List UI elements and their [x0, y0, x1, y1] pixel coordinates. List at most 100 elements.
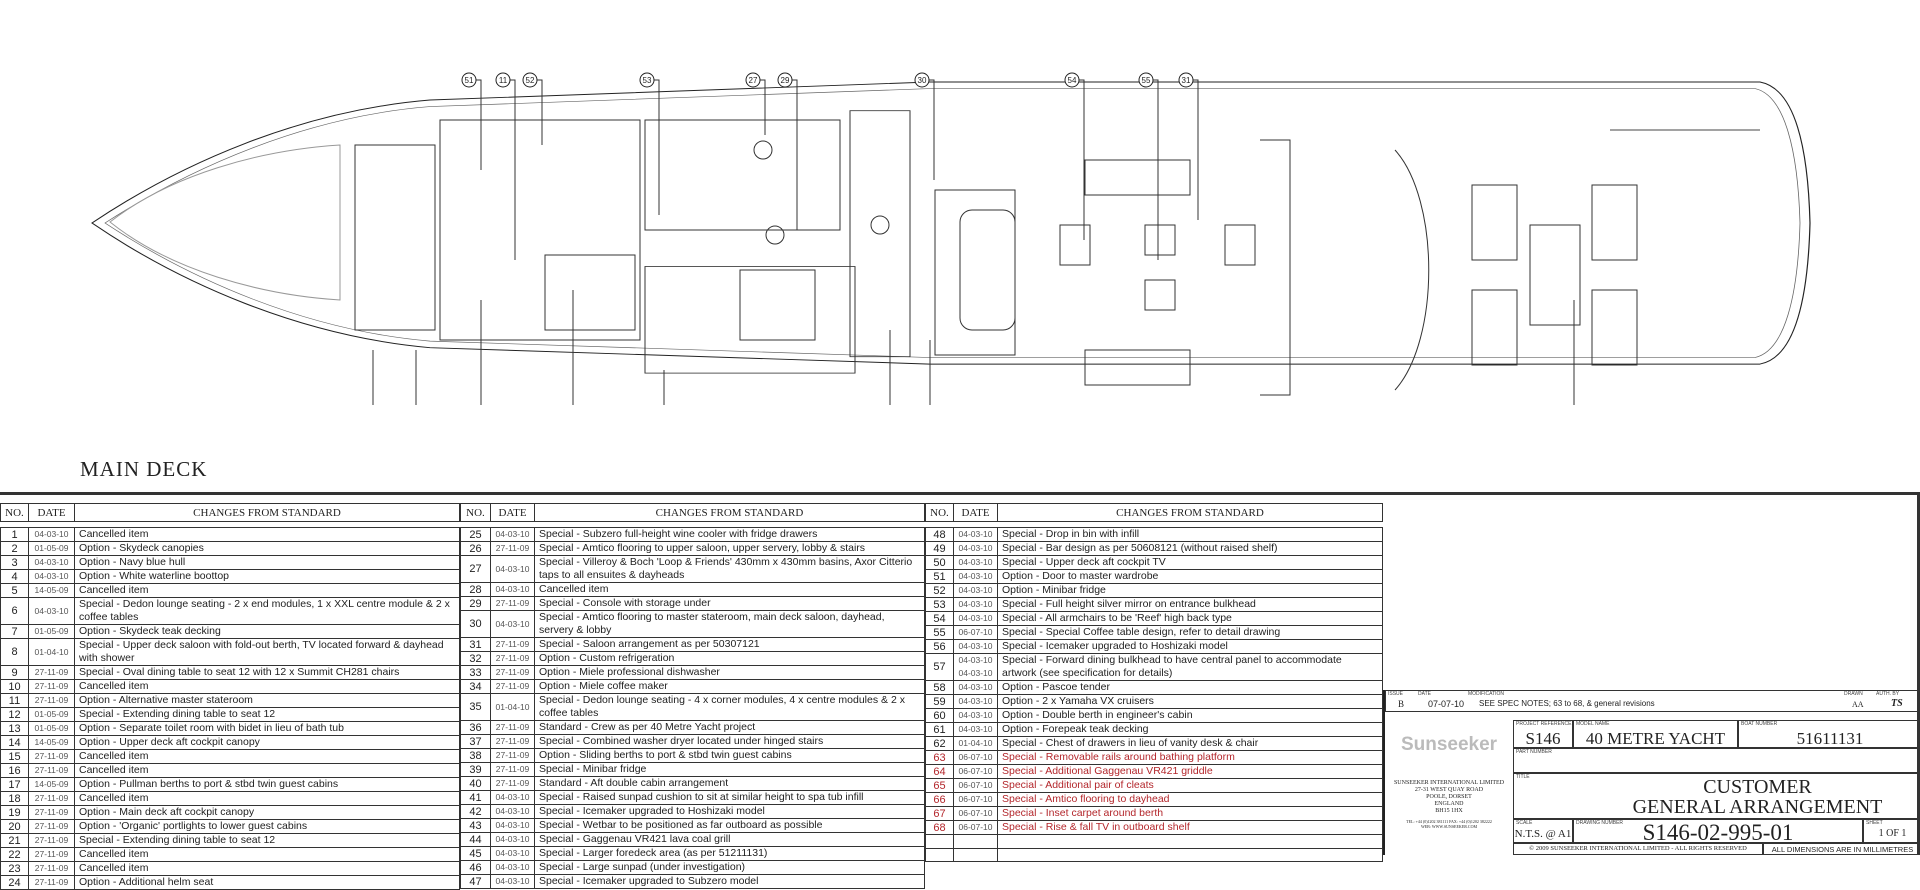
row-change: Option - Navy blue hull — [74, 555, 460, 570]
row-change: Cancelled item — [534, 582, 925, 597]
revision-row: ISSUE B DATE 07-07-10 MODIFICATION SEE S… — [1385, 690, 1920, 712]
row-change: Option - Miele coffee maker — [534, 679, 925, 694]
row-date: 04-03-10 — [953, 722, 998, 737]
row-change: Special - Inset carpet around berth — [997, 806, 1383, 821]
row-change: Special - Villeroy & Boch 'Loop & Friend… — [534, 555, 925, 583]
row-change: Special - Special Coffee table design, r… — [997, 625, 1383, 640]
row-number: 4 — [0, 569, 29, 584]
callout-leader — [654, 79, 660, 215]
callout-leader — [476, 79, 482, 170]
row-date: 04-03-10 — [490, 818, 535, 833]
row-change: Special - Upper deck aft cockpit TV — [997, 555, 1383, 570]
row-number: 63 — [925, 750, 954, 765]
row-date: 04-03-10 — [490, 582, 535, 597]
row-change: Cancelled item — [74, 763, 460, 778]
row-number: 16 — [0, 763, 29, 778]
row-change: Special - Saloon arrangement as per 5030… — [534, 637, 925, 652]
row-date: 04-03-10 — [490, 832, 535, 847]
row-number: 17 — [0, 777, 29, 792]
row-date: 04-03-10 — [28, 569, 75, 584]
row-number: 13 — [0, 721, 29, 736]
dimensions-note: ALL DIMENSIONS ARE IN MILLIMETRES — [1771, 845, 1914, 854]
changes-header: CHANGES FROM STANDARD — [997, 503, 1383, 522]
callout-leader — [537, 79, 543, 145]
row-change: Special - Amtico flooring to upper saloo… — [534, 541, 925, 556]
row-number: 7 — [0, 624, 29, 639]
row-change: Special - Extending dining table to seat… — [74, 833, 460, 848]
callout-circle — [1178, 72, 1194, 88]
row-number: 26 — [460, 541, 491, 556]
row-date: 04-03-10 04-03-10 — [953, 653, 998, 681]
callout-circle — [914, 72, 930, 88]
row-number: 62 — [925, 736, 954, 751]
callout-leader — [792, 79, 798, 230]
row-date: 27-11-09 — [28, 679, 75, 694]
row-date: 27-11-09 — [490, 720, 535, 735]
row-change: Special - All armchairs to be 'Reef' hig… — [997, 611, 1383, 626]
row-change: Option - Main deck aft cockpit canopy — [74, 805, 460, 820]
row-change: Special - Large sunpad (under investigat… — [534, 860, 925, 875]
row-number: 8 — [0, 638, 29, 666]
callout-leader — [415, 350, 417, 405]
row-number: 43 — [460, 818, 491, 833]
row-number: 19 — [0, 805, 29, 820]
row-date: 01-05-09 — [28, 721, 75, 736]
callout-leader — [663, 370, 665, 405]
row-date: 04-03-10 — [490, 610, 535, 638]
row-number: 44 — [460, 832, 491, 847]
callout-leader — [929, 79, 935, 180]
row-date: 27-11-09 — [28, 693, 75, 708]
row-number: 12 — [0, 707, 29, 722]
row-number: 40 — [460, 776, 491, 791]
callout-leader — [929, 340, 931, 405]
row-date: 04-03-10 — [28, 555, 75, 570]
row-number: 68 — [925, 820, 954, 835]
row-change: Special - Bar design as per 50608121 (wi… — [997, 541, 1383, 556]
callout-circle — [495, 72, 511, 88]
row-number: 39 — [460, 762, 491, 777]
row-change: Special - Subzero full-height wine coole… — [534, 527, 925, 542]
row-change: Option - White waterline boottop — [74, 569, 460, 584]
row-change: Option - Minibar fridge — [997, 583, 1383, 598]
row-date: 06-07-10 — [953, 806, 998, 821]
row-date: 27-11-09 — [28, 819, 75, 834]
row-number: 67 — [925, 806, 954, 821]
row-date: 04-03-10 — [953, 708, 998, 723]
row-date: 04-03-10 — [490, 804, 535, 819]
row-change: Cancelled item — [74, 749, 460, 764]
callout-circle — [522, 72, 538, 88]
row-change: Option - Forepeak teak decking — [997, 722, 1383, 737]
row-date: 27-11-09 — [490, 596, 535, 611]
row-number: 58 — [925, 680, 954, 695]
scale-label: SCALE — [1516, 820, 1533, 826]
row-change: Special - Forward dining bulkhead to hav… — [997, 653, 1383, 681]
row-number: 1 — [0, 527, 29, 542]
company-block: Sunseeker SUNSEEKER INTERNATIONAL LIMITE… — [1385, 720, 1513, 855]
row-number: 20 — [0, 819, 29, 834]
row-date: 01-04-10 — [490, 693, 535, 721]
callout-circle — [777, 72, 793, 88]
callout-circle — [1064, 72, 1080, 88]
row-change: Special - Chest of drawers in lieu of va… — [997, 736, 1383, 751]
row-date: 14-05-09 — [28, 735, 75, 750]
